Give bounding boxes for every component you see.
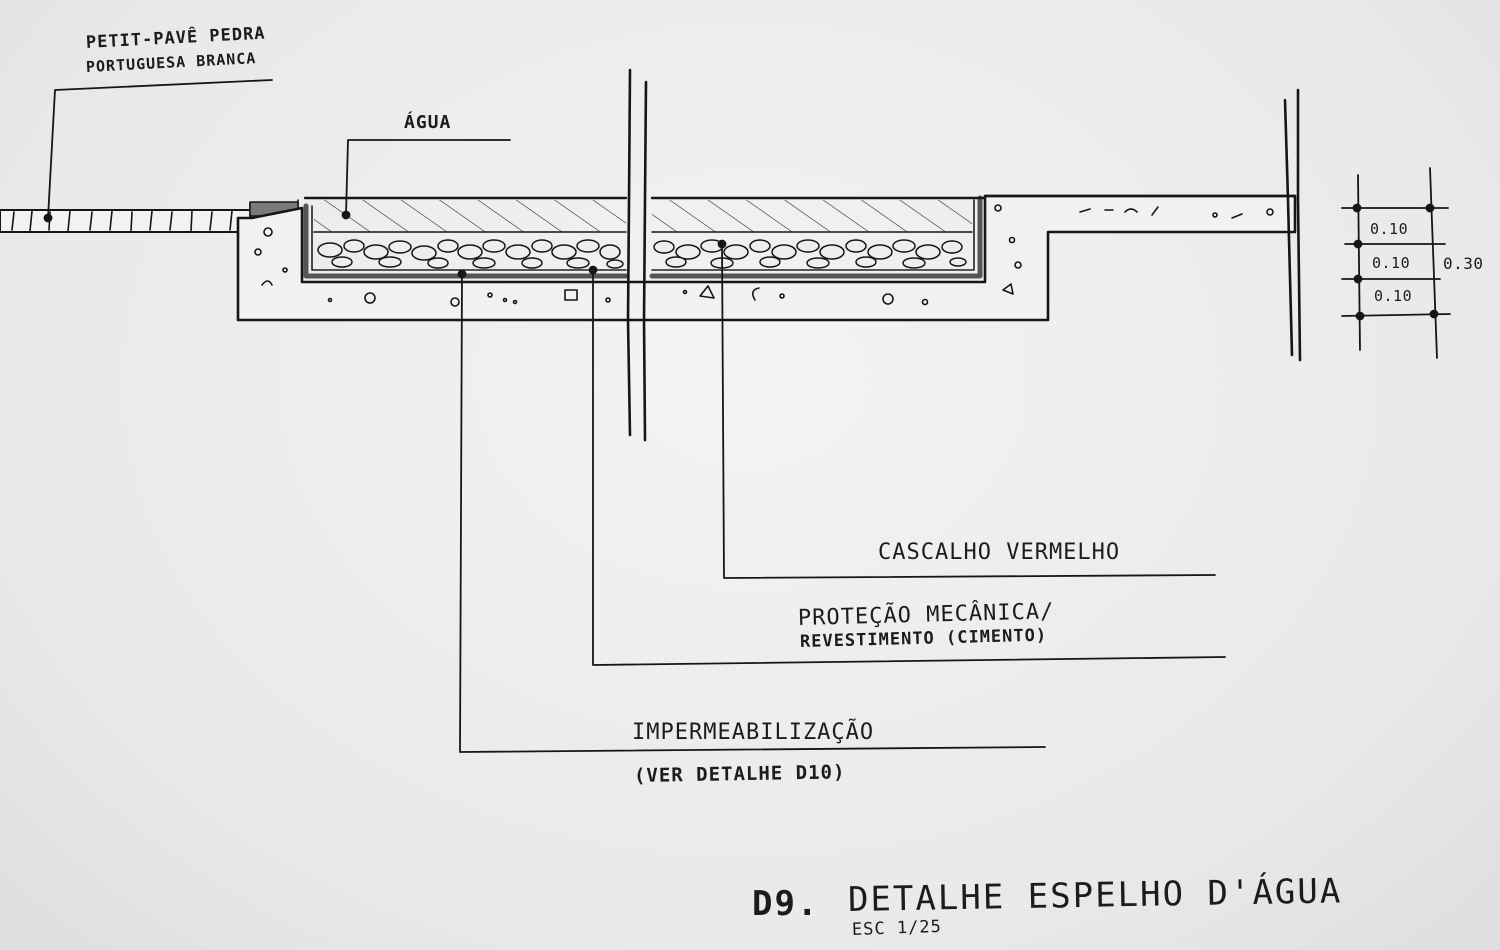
- label-cascalho-vermelho: CASCALHO VERMELHO: [878, 540, 1121, 565]
- concrete-aggregate: [254, 204, 1274, 307]
- cement-protection-layer: [311, 199, 975, 271]
- leader-lines: [43, 79, 1226, 753]
- label-impermeabilizacao: IMPERMEABILIZAÇÃO: [632, 720, 875, 745]
- water-layer: [303, 196, 987, 233]
- label-ver-detalhe: (VER DETALHE D10): [633, 761, 846, 787]
- dimension-layer-2: 0.10: [1372, 254, 1411, 272]
- gravel-layer: [317, 239, 967, 269]
- dimension-total: 0.30: [1443, 254, 1484, 273]
- dimension-layer-3: 0.10: [1374, 287, 1413, 305]
- detail-scale: ESC 1/25: [851, 916, 943, 940]
- detail-code: D9.: [752, 884, 820, 924]
- dimension-layer-1: 0.10: [1370, 220, 1409, 238]
- waterproofing-layer: [303, 195, 983, 279]
- dimension-lines: [1341, 167, 1451, 359]
- break-lines: [626, 68, 1302, 442]
- label-agua: ÁGUA: [404, 112, 452, 133]
